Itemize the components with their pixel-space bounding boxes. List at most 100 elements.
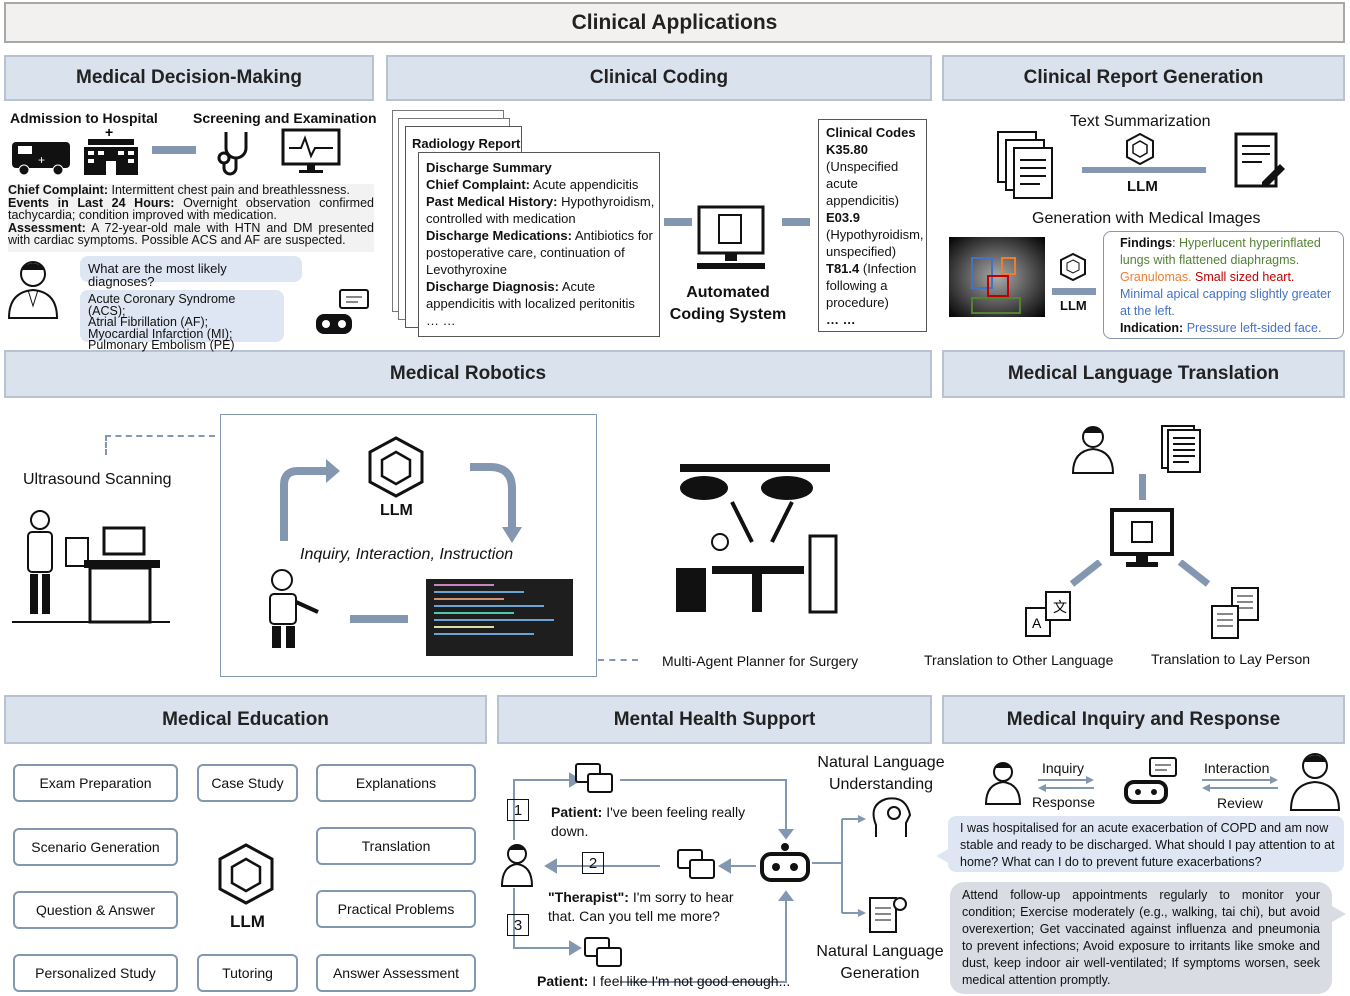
edu-personalized-study: Personalized Study [13, 954, 178, 992]
cc-label: Chief Complaint: [426, 177, 530, 192]
loop-label: Inquiry, Interaction, Instruction [300, 546, 514, 563]
patient-summary: Chief Complaint: Intermittent chest pain… [8, 184, 374, 252]
llm-loop-box [220, 414, 597, 677]
screening-label: Screening and Examination [193, 110, 377, 126]
diagnoses-bubble: Acute Coronary Syndrome (ACS);Atrial Fib… [80, 290, 284, 351]
chat-bubbles-icon [676, 848, 716, 884]
heart-monitor-icon [281, 128, 341, 174]
diagnosis-item: Atrial Fibrillation (AF); [88, 315, 209, 329]
edu-question-answer: Question & Answer [13, 891, 178, 929]
ellipsis: … … [826, 312, 856, 327]
interaction-label: Interaction [1204, 760, 1270, 776]
section-translation: Medical Language Translation [942, 350, 1345, 398]
dm-text: Antibiotics for postoperative care, cont… [426, 228, 653, 277]
arrow-left-icon [350, 615, 408, 623]
section-decision-making: Medical Decision-Making [4, 55, 374, 101]
svg-text:A: A [1032, 615, 1042, 631]
code-desc: (Unspecified acute appendicitis) [826, 159, 899, 208]
computer-chip-icon [1110, 508, 1174, 570]
arrow-right-icon [782, 218, 810, 226]
patient-question-bubble: I was hospitalised for an acute exacerba… [948, 816, 1344, 872]
exchange-arrows-icon [1202, 776, 1278, 792]
arrow-right-icon [1082, 167, 1206, 173]
cc-text: Intermittent chest pain and breathlessne… [108, 183, 350, 197]
dialogue-flow-arrows [513, 772, 794, 983]
therapist-message: "Therapist": I'm sorry to hear that. Can… [548, 888, 758, 926]
ultrasound-label: Ultrasound Scanning [23, 471, 172, 488]
dashed-connector [105, 435, 107, 455]
review-label: Review [1217, 795, 1263, 811]
chatbot-icon [312, 288, 372, 338]
diagnosis-item: Myocardial Infarction (MI); [88, 326, 233, 341]
exchange-arrows-icon [1038, 776, 1094, 792]
nlu-label: Natural Language Understanding [817, 754, 945, 793]
bubble-tail [936, 848, 950, 864]
diverging-arrows-icon [1069, 560, 1211, 587]
pmh-text: Hypothyroidism, controlled with medicati… [426, 194, 655, 226]
ellipsis: … … [426, 313, 456, 328]
code: T81.4 [826, 261, 860, 276]
llm-logo-icon [1123, 132, 1157, 166]
patient-icon [500, 842, 534, 888]
codes-title: Clinical Codes [826, 125, 916, 140]
coding-system-label: Automated Coding System [669, 284, 787, 323]
nlu-nlg-connector [812, 815, 866, 917]
edu-case-study: Case Study [197, 764, 298, 802]
question-bubble: What are the most likely diagnoses? [80, 256, 302, 288]
edu-scenario-generation: Scenario Generation [13, 828, 178, 866]
discharge-title: Discharge Summary [426, 160, 552, 175]
patient-text: I've been feeling really down. [551, 804, 746, 839]
patient-label: Patient: [537, 973, 589, 989]
chest-xray-image [949, 237, 1045, 317]
radiology-report-title: Radiology Report [412, 136, 521, 151]
assessment-label: Assessment: [8, 220, 86, 235]
section-robotics: Medical Robotics [4, 350, 932, 398]
edu-answer-assessment: Answer Assessment [316, 954, 476, 992]
patient-message-3: Patient: I feel like I'm not good enough… [537, 973, 790, 990]
llm-label: LLM [230, 912, 265, 931]
edu-practical-problems: Practical Problems [316, 890, 476, 928]
code: E03.9 [826, 210, 860, 225]
doctor-icon [6, 258, 60, 320]
svg-text:+: + [38, 153, 45, 167]
indication-text: Pressure left-sided face. [1186, 321, 1322, 335]
edu-explanations: Explanations [316, 764, 476, 802]
svg-text:文: 文 [1053, 599, 1067, 615]
edu-tutoring: Tutoring [197, 954, 298, 992]
arrow-right-icon [664, 218, 692, 226]
section-report-generation: Clinical Report Generation [942, 55, 1345, 101]
section-inquiry-response: Medical Inquiry and Response [942, 695, 1345, 744]
chat-bubbles-icon [574, 762, 614, 798]
therapist-label: "Therapist": [548, 889, 629, 905]
nlg-label: Natural Language Generation [816, 943, 944, 982]
gen-images-label: Generation with Medical Images [1032, 210, 1261, 227]
diagnosis-item: Acute Coronary Syndrome (ACS); [88, 292, 236, 318]
finding-lungs: Hyperlucent hyperinflated lungs with fla… [1120, 236, 1321, 267]
cc-text: Acute appendicitis [530, 177, 639, 192]
assessment-text: A 72-year-old male with HTN and DM prese… [8, 220, 374, 247]
finding-granulomas: Granulomas. [1120, 270, 1192, 284]
dd-text: Acute appendicitis with localized perito… [426, 279, 635, 311]
robot-ultrasound-icon [12, 508, 170, 628]
dm-label: Discharge Medications: [426, 228, 572, 243]
dashed-connector [105, 435, 215, 437]
step-number: 1 [507, 799, 529, 821]
admission-label: Admission to Hospital [10, 110, 158, 126]
svg-text:+: + [105, 125, 113, 140]
dashed-connector [598, 659, 638, 661]
loop-arrows-icon [280, 459, 522, 543]
llm-label: LLM [1060, 298, 1087, 313]
findings-box: Findings: Hyperlucent hyperinflated lung… [1103, 231, 1344, 339]
translation-lay-label: Translation to Lay Person [1151, 651, 1311, 667]
text-summarization-label: Text Summarization [1070, 113, 1211, 130]
documents-stack-icon [996, 130, 1058, 200]
surgery-label: Multi-Agent Planner for Surgery [662, 653, 859, 669]
llm-answer-bubble: Attend follow-up appointments regularly … [950, 882, 1332, 994]
arrow-right-icon [1052, 288, 1096, 295]
patient-icon [984, 760, 1022, 806]
section-clinical-coding: Clinical Coding [386, 55, 932, 101]
